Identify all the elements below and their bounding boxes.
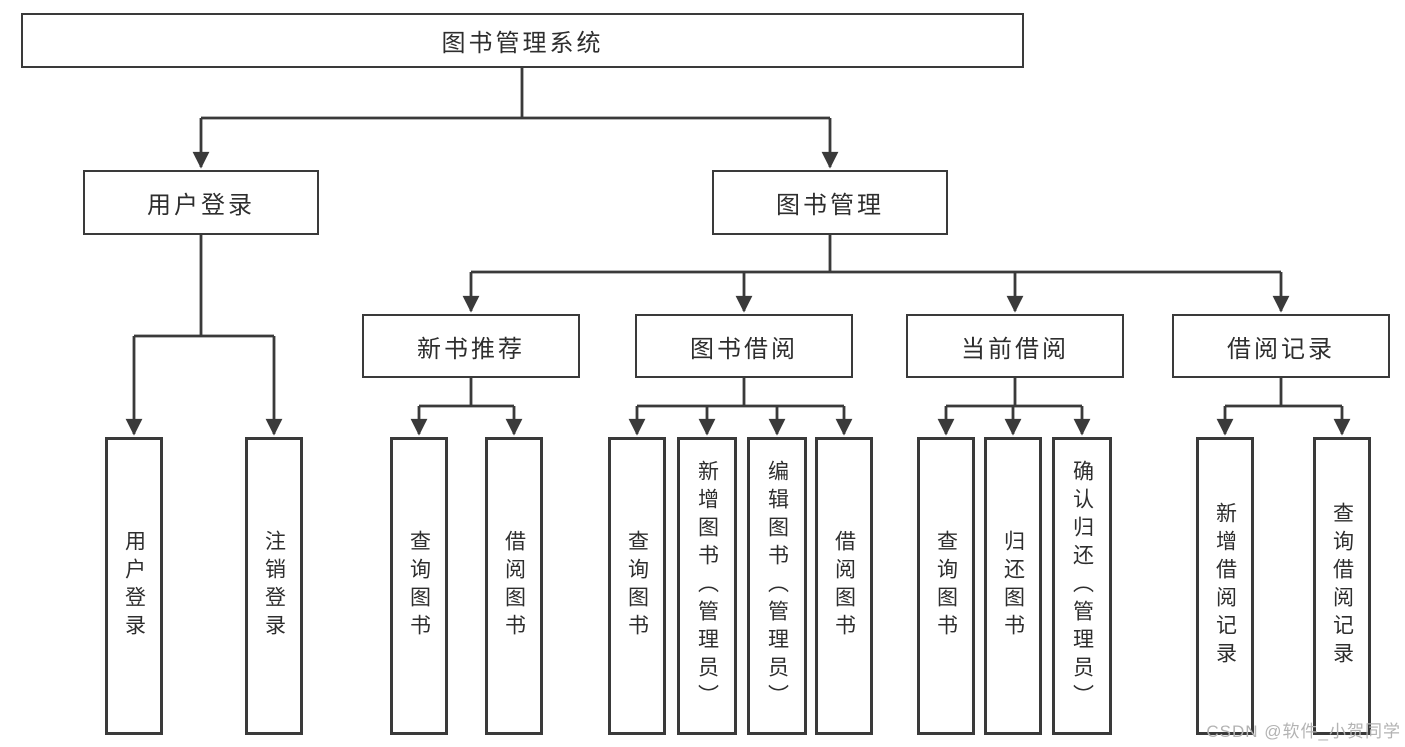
leaf-add-borrow-record: 新增借阅记录 <box>1196 437 1254 735</box>
leaf-add-books-admin: 新增图书（管理员） <box>677 437 737 735</box>
leaf-user-login: 用户登录 <box>105 437 163 735</box>
leaf-return-books: 归还图书 <box>984 437 1042 735</box>
leaf-query-borrow-record: 查询借阅记录 <box>1313 437 1371 735</box>
node-root-label: 图书管理系统 <box>441 30 604 57</box>
leaf-borrow-books: 借阅图书 <box>485 437 543 735</box>
node-label: 新书推荐 <box>417 335 525 363</box>
node-user-login: 用户登录 <box>83 170 319 235</box>
leaf-label: 用户登录 <box>122 530 146 642</box>
node-label: 用户登录 <box>147 192 255 219</box>
node-label: 借阅记录 <box>1227 335 1335 363</box>
node-new-book-recommend: 新书推荐 <box>362 314 580 378</box>
node-book-borrow: 图书借阅 <box>635 314 853 378</box>
leaf-logout: 注销登录 <box>245 437 303 735</box>
leaf-label: 借阅图书 <box>832 530 856 642</box>
csdn-watermark: CSDN @软件_小贺同学 <box>1206 722 1401 741</box>
leaf-query-books: 查询图书 <box>608 437 666 735</box>
leaf-label: 查询借阅记录 <box>1330 502 1354 670</box>
connector-new-book-group <box>419 378 514 408</box>
leaf-label: 新增图书（管理员） <box>695 460 719 712</box>
leaf-query-books: 查询图书 <box>917 437 975 735</box>
leaf-borrow-books: 借阅图书 <box>815 437 873 735</box>
leaf-label: 归还图书 <box>1001 530 1025 642</box>
connector-borrow-record-group <box>1225 378 1342 408</box>
node-label: 当前借阅 <box>961 335 1069 363</box>
leaf-edit-books-admin: 编辑图书（管理员） <box>747 437 807 735</box>
leaf-label: 借阅图书 <box>502 530 526 642</box>
connector-current-borrow-group <box>946 378 1082 408</box>
node-book-management: 图书管理 <box>712 170 948 235</box>
node-borrow-record: 借阅记录 <box>1172 314 1390 378</box>
node-root: 图书管理系统 <box>21 13 1024 68</box>
node-label: 图书管理 <box>776 192 884 219</box>
connector-root <box>201 68 830 120</box>
leaf-confirm-return-admin: 确认归还（管理员） <box>1052 437 1112 735</box>
leaf-label: 查询图书 <box>934 530 958 642</box>
leaf-label: 确认归还（管理员） <box>1070 460 1094 712</box>
node-label: 图书借阅 <box>690 335 798 363</box>
connector-user-login-group <box>134 235 274 338</box>
leaf-label: 查询图书 <box>407 530 431 642</box>
leaf-query-books: 查询图书 <box>390 437 448 735</box>
connector-book-borrow-group <box>637 378 844 408</box>
node-current-borrow: 当前借阅 <box>906 314 1124 378</box>
leaf-label: 新增借阅记录 <box>1213 502 1237 670</box>
leaf-label: 注销登录 <box>262 530 286 642</box>
leaf-label: 查询图书 <box>625 530 649 642</box>
connector-book-management-group <box>471 235 1281 274</box>
leaf-label: 编辑图书（管理员） <box>765 460 789 712</box>
